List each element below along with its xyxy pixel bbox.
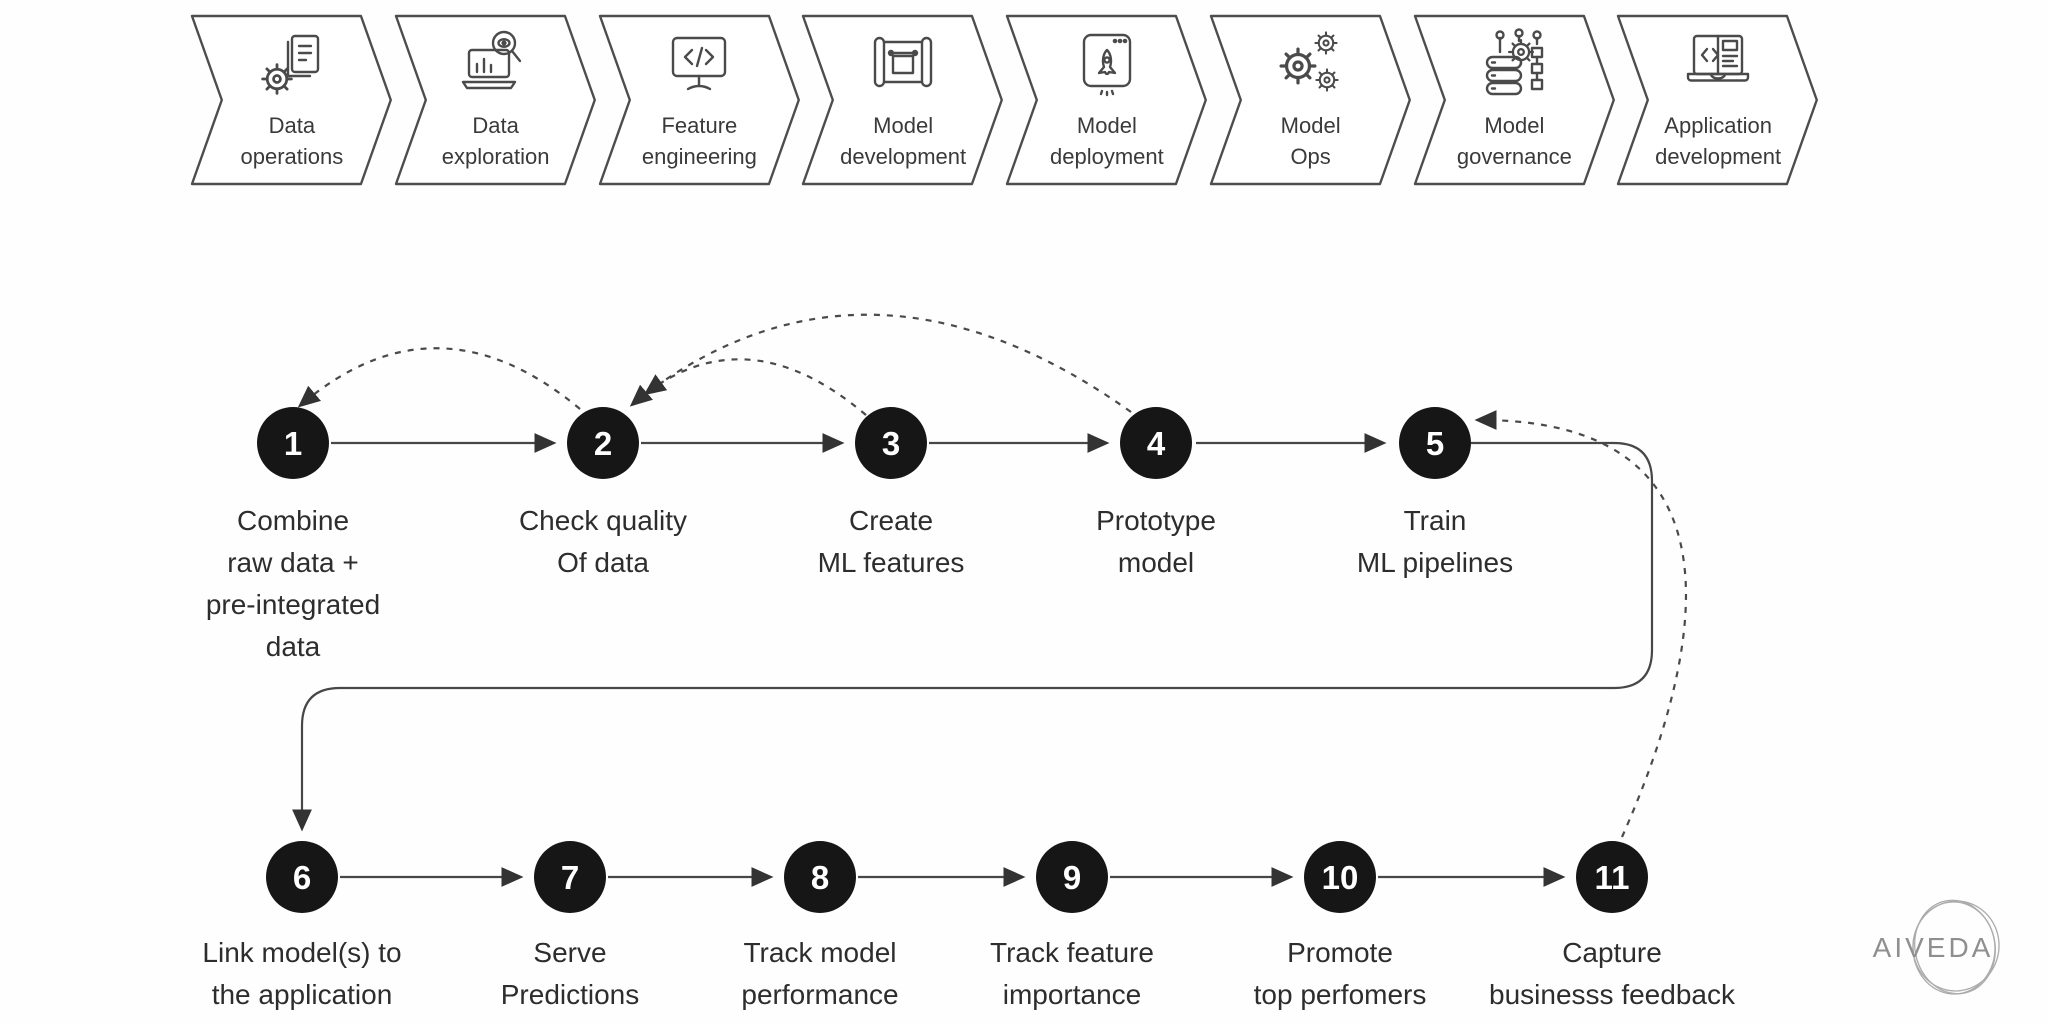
step-label-4: Prototype model [1096, 505, 1216, 578]
database-gear-icon [1474, 26, 1554, 106]
laptop-magnifier-icon [456, 26, 536, 106]
laptop-code-icon [1678, 26, 1758, 106]
svg-text:4: 4 [1147, 425, 1166, 462]
step-node-7: 7 [534, 841, 606, 913]
step-label-9: Track feature importance [990, 937, 1154, 1010]
process-bar: Data operations Data exploration [190, 14, 1820, 186]
return-connector-5-to-6 [292, 441, 1654, 832]
step-label-3: Create ML features [817, 505, 965, 578]
chevron-shape [598, 14, 800, 186]
process-stage-label: Data operations [240, 113, 344, 169]
process-stage-label: Model governance [1456, 113, 1572, 169]
svg-text:6: 6 [293, 859, 311, 896]
aiveda-logo: AIVEDA [1873, 899, 2000, 995]
gear-documents-icon [252, 26, 332, 106]
chevron-shape [1209, 14, 1411, 186]
chevron-shape [1005, 14, 1207, 186]
feedback-4-to-2 [643, 313, 1132, 413]
logo-text: AIVEDA [1873, 932, 1994, 963]
step-label-5: Train ML pipelines [1356, 505, 1514, 578]
chevron-shape [190, 14, 392, 186]
step-label-11: Capture businesss feedback [1489, 937, 1735, 1010]
step-node-2: 2 [567, 407, 639, 479]
process-stage-model-ops: Model Ops [1209, 14, 1413, 186]
step-label-2: Check quality Of data [518, 505, 688, 578]
svg-text:8: 8 [811, 859, 829, 896]
feedback-arcs [297, 313, 1687, 838]
svg-text:5: 5 [1426, 425, 1444, 462]
step-label-8: Track model performance [741, 937, 899, 1010]
step-node-1: 1 [257, 407, 329, 479]
flow-nodes: 1 2 3 4 5 6 7 8 9 10 11 [257, 407, 1648, 913]
process-stage-feature-engineering: Feature engineering [598, 14, 802, 186]
step-node-3: 3 [855, 407, 927, 479]
process-stage-data-exploration: Data exploration [394, 14, 598, 186]
chevron-shape [1413, 14, 1615, 186]
code-monitor-icon [659, 26, 739, 106]
feedback-11-to-5 [1474, 410, 1687, 838]
process-stage-label: Model Ops [1280, 113, 1341, 169]
process-stage-data-operations: Data operations [190, 14, 394, 186]
process-stage-application-development: Application development [1616, 14, 1820, 186]
blueprint-icon [863, 26, 943, 106]
process-stage-label: Model development [840, 113, 967, 169]
feedback-2-to-1 [297, 347, 581, 410]
step-node-8: 8 [784, 841, 856, 913]
rocket-window-icon [1067, 26, 1147, 106]
step-node-10: 10 [1304, 841, 1376, 913]
step-label-6: Link model(s) to the application [202, 937, 402, 1010]
step-node-4: 4 [1120, 407, 1192, 479]
process-stage-model-deployment: Model deployment [1005, 14, 1209, 186]
process-stage-model-development: Model development [801, 14, 1005, 186]
process-stage-model-governance: Model governance [1413, 14, 1617, 186]
step-label-7: Serve Predictions [500, 937, 640, 1010]
step-label-1: Combine raw data + pre-integrated data [205, 505, 381, 662]
chevron-shape [802, 14, 1004, 186]
step-node-11: 11 [1576, 841, 1648, 913]
chevron-shape [1617, 14, 1819, 186]
svg-text:9: 9 [1063, 859, 1081, 896]
process-stage-label: Model deployment [1050, 113, 1164, 169]
step-label-10: Promote top perfomers [1253, 937, 1427, 1010]
step-node-9: 9 [1036, 841, 1108, 913]
process-stage-label: Application development [1655, 113, 1782, 169]
step-node-6: 6 [266, 841, 338, 913]
svg-text:2: 2 [594, 425, 612, 462]
process-stage-label: Data exploration [441, 113, 550, 169]
svg-text:1: 1 [284, 425, 302, 462]
chevron-shape [394, 14, 596, 186]
svg-text:3: 3 [882, 425, 900, 462]
svg-text:7: 7 [561, 859, 579, 896]
svg-text:10: 10 [1322, 859, 1359, 896]
process-stage-label: Feature engineering [641, 113, 757, 169]
feedback-3-to-2 [629, 358, 867, 416]
svg-text:11: 11 [1595, 859, 1630, 896]
step-node-5: 5 [1399, 407, 1471, 479]
